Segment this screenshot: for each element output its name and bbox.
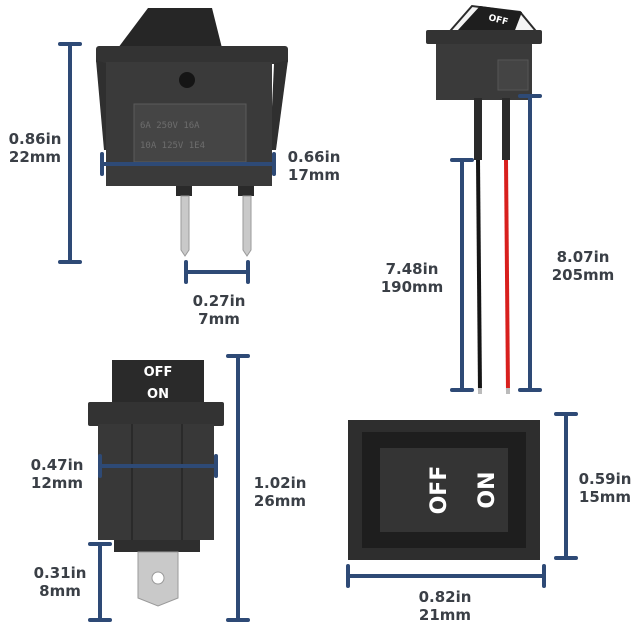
width-side-mm: 17mm — [287, 166, 341, 184]
wire-black-in: 7.48in — [385, 260, 439, 278]
body-width-front-mm: 12mm — [30, 474, 84, 492]
total-height-front-label: 1.02in 26mm — [246, 474, 314, 510]
panel-height-mm: 15mm — [578, 488, 632, 506]
pin-length-mm: 8mm — [39, 582, 81, 600]
wired-switch: OFF ON — [426, 4, 543, 394]
panel-off-text: OFF — [427, 466, 452, 515]
panel-on-text: ON — [475, 471, 500, 508]
front-on-text: ON — [147, 387, 169, 402]
panel-height-in: 0.59in — [578, 470, 632, 488]
dimension-lines-front — [88, 354, 250, 622]
wire-red-mm: 205mm — [551, 266, 615, 284]
height-side-mm: 22mm — [8, 148, 62, 166]
pin-spacing-in: 0.27in — [192, 292, 246, 310]
dimension-lines-panel — [346, 412, 578, 588]
height-side-label: 0.86in 22mm — [2, 130, 68, 166]
pin-spacing-label: 0.27in 7mm — [186, 292, 252, 328]
body-width-front-in: 0.47in — [30, 456, 84, 474]
wire-red-in: 8.07in — [556, 248, 610, 266]
panel-width-label: 0.82in 21mm — [412, 588, 478, 624]
panel-width-in: 0.82in — [418, 588, 472, 606]
width-side-label: 0.66in 17mm — [282, 148, 346, 184]
pin-length-label: 0.31in 8mm — [28, 564, 92, 600]
side-view-switch: 6A 250V 16A 10A 125V 1E4 — [96, 8, 288, 257]
total-height-front-in: 1.02in — [253, 474, 307, 492]
panel-height-label: 0.59in 15mm — [572, 470, 638, 506]
wire-black-mm: 190mm — [380, 278, 444, 296]
dimension-lines-side — [58, 42, 276, 284]
panel-width-mm: 21mm — [418, 606, 472, 624]
front-view-switch: OFF ON — [88, 360, 224, 607]
pin-length-in: 0.31in — [33, 564, 87, 582]
front-off-text: OFF — [144, 365, 173, 380]
pin-spacing-mm: 7mm — [198, 310, 240, 328]
width-side-in: 0.66in — [287, 148, 341, 166]
dimension-lines-wires — [450, 94, 542, 392]
wired-switch-off-text: OFF — [487, 13, 509, 28]
svg-text:6A 250V 16A: 6A 250V 16A — [140, 121, 200, 131]
svg-text:10A 125V 1E4: 10A 125V 1E4 — [140, 141, 205, 151]
wire-black-label: 7.48in 190mm — [370, 260, 454, 296]
body-width-front-label: 0.47in 12mm — [24, 456, 90, 492]
wire-red-label: 8.07in 205mm — [544, 248, 622, 284]
total-height-front-mm: 26mm — [253, 492, 307, 510]
panel-view-switch: OFF ON — [348, 420, 540, 560]
height-side-in: 0.86in — [8, 130, 62, 148]
